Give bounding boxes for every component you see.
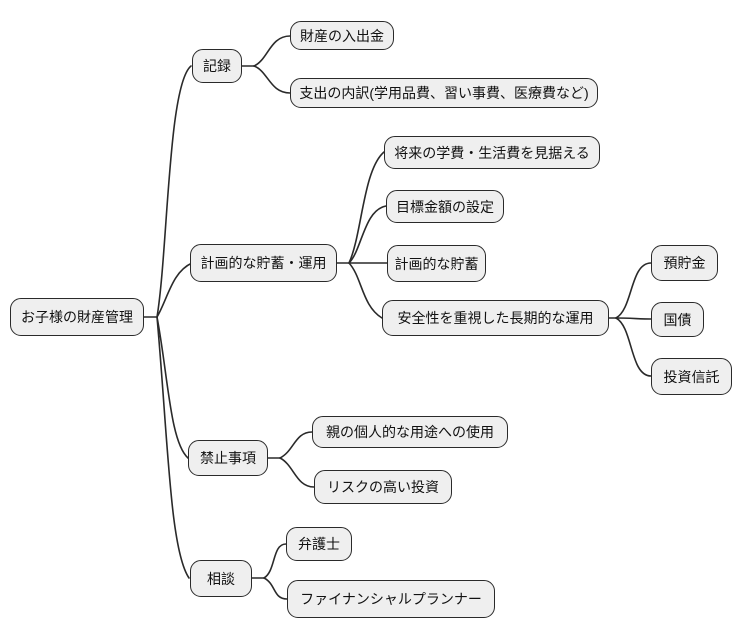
node-personal-use: 親の個人的な用途への使用 — [312, 416, 508, 448]
edge-planned-safe — [348, 262, 383, 319]
node-financial-planner: ファイナンシャルプランナー — [287, 580, 495, 618]
node-expense-breakdown: 支出の内訳(学用品費、習い事費、医療費など) — [290, 78, 598, 108]
edge-record-breakdown — [253, 65, 291, 94]
node-lawyer: 弁護士 — [286, 527, 352, 561]
edges-from-planned — [336, 151, 388, 319]
node-record: 記録 — [192, 49, 242, 83]
edge-root-consult — [156, 316, 190, 579]
edge-safe-trust — [615, 317, 652, 377]
edge-prohibited-personal — [279, 431, 313, 459]
edges-from-root — [143, 65, 193, 579]
node-target-amount: 目標金額の設定 — [386, 190, 504, 223]
node-safe-longterm: 安全性を重視した長期的な運用 — [382, 300, 609, 336]
edge-root-prohibited — [156, 316, 189, 459]
edges-from-record — [241, 35, 291, 94]
edge-root-planned — [156, 262, 193, 318]
node-root: お子様の財産管理 — [10, 298, 144, 336]
node-planned-savings: 計画的な貯蓄・運用 — [190, 244, 337, 282]
node-deposits: 預貯金 — [651, 245, 718, 281]
edge-planned-target — [348, 205, 387, 264]
edge-root-record — [156, 65, 192, 318]
edge-consult-planner — [263, 577, 288, 600]
edge-safe-deposit — [615, 262, 652, 319]
node-asset-inout: 財産の入出金 — [290, 21, 394, 50]
edge-record-inout — [253, 35, 291, 67]
node-risky-investment: リスクの高い投資 — [314, 470, 452, 504]
edges-from-prohibited — [267, 431, 315, 488]
node-consultation: 相談 — [190, 560, 252, 597]
edge-safe-bond — [615, 317, 652, 320]
node-future-costs: 将来の学費・生活費を見据える — [384, 136, 600, 169]
node-investment-trust: 投資信託 — [651, 358, 732, 395]
node-gov-bonds: 国債 — [651, 302, 704, 337]
node-prohibitions: 禁止事項 — [188, 440, 268, 476]
edges-from-safe — [608, 262, 652, 377]
edge-prohibited-risky — [279, 457, 315, 488]
edge-consult-lawyer — [263, 543, 287, 579]
edges-from-consult — [251, 543, 288, 600]
edge-planned-future — [348, 151, 385, 264]
node-systematic-saving: 計画的な貯蓄 — [387, 245, 486, 282]
